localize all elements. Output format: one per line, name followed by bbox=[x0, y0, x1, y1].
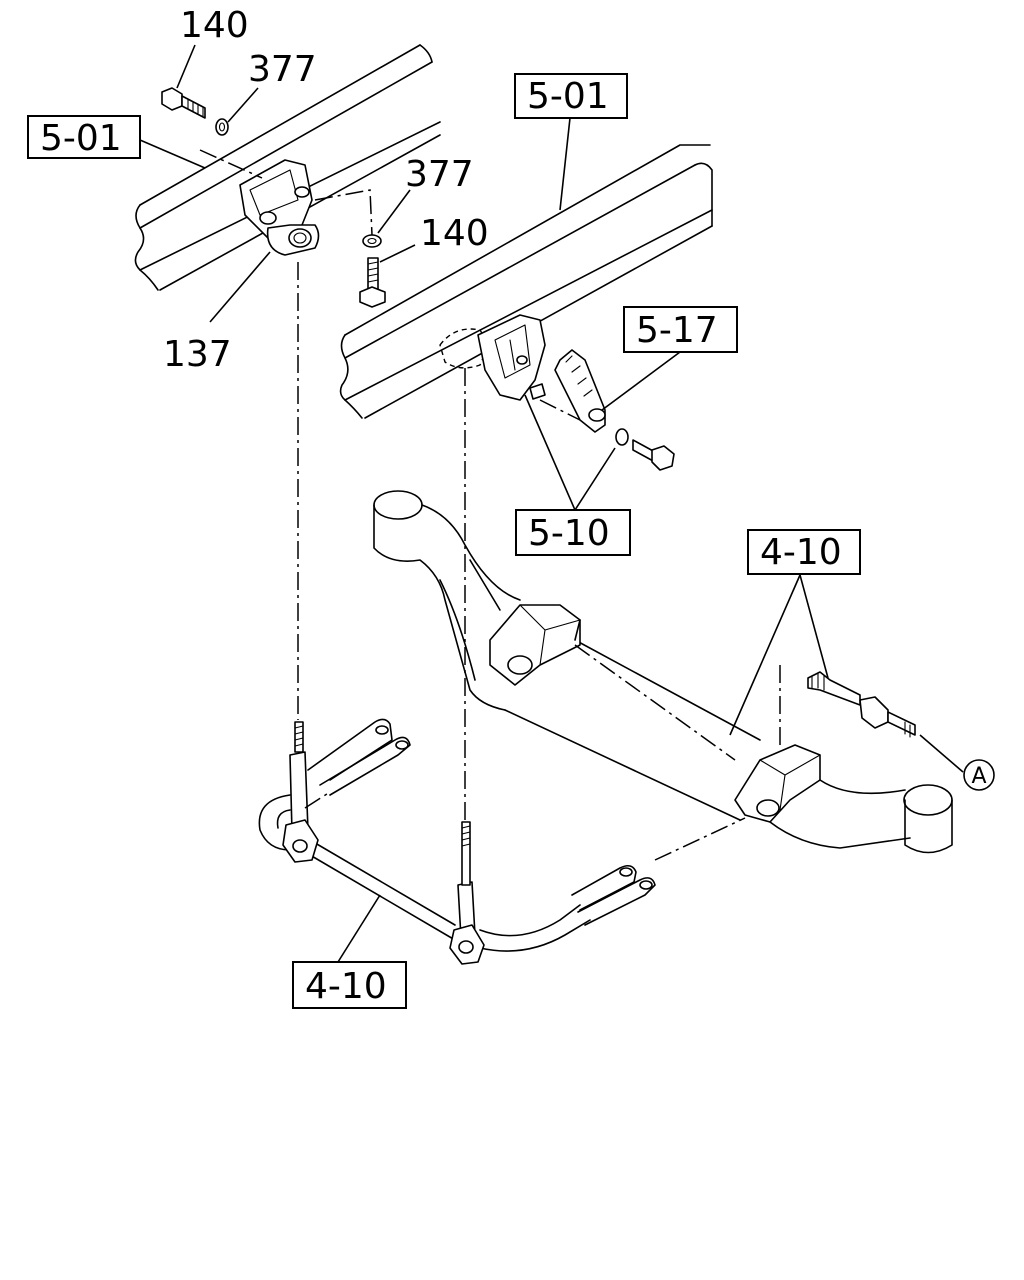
ref-box-axle[interactable] bbox=[747, 529, 861, 575]
bolt-top-left bbox=[161, 87, 206, 119]
label-shackle-ref: 5-17 bbox=[636, 310, 718, 351]
washer-hanger bbox=[615, 428, 629, 446]
ref-box-shackle[interactable] bbox=[623, 306, 738, 353]
bolt-hanger bbox=[632, 439, 675, 471]
ref-box-stabilizer[interactable] bbox=[292, 961, 407, 1009]
label-stabilizer-ref: 4-10 bbox=[305, 966, 387, 1007]
label-hanger-ref: 5-10 bbox=[528, 513, 610, 554]
washer-top-left bbox=[215, 118, 229, 136]
callout-a-circle[interactable] bbox=[963, 759, 995, 791]
front-axle bbox=[373, 490, 953, 854]
ref-box-frame-left[interactable] bbox=[27, 115, 141, 159]
bracket-137 bbox=[239, 159, 320, 256]
hanger-bracket bbox=[439, 314, 546, 401]
label-bolt-mid: 140 bbox=[420, 213, 489, 254]
label-frame-left: 5-01 bbox=[40, 118, 122, 159]
shackle bbox=[554, 349, 606, 433]
label-callout-a: A bbox=[971, 764, 986, 789]
label-washer-mid: 377 bbox=[405, 154, 474, 195]
label-bolt-top-left: 140 bbox=[180, 5, 249, 46]
king-pin bbox=[807, 671, 916, 738]
right-frame-rail bbox=[339, 144, 713, 419]
ref-box-frame-right[interactable] bbox=[514, 73, 628, 119]
label-axle-ref: 4-10 bbox=[760, 532, 842, 573]
stabilizer-bar bbox=[258, 718, 656, 965]
bolt-mid bbox=[359, 257, 386, 308]
label-washer-top-left: 377 bbox=[248, 49, 317, 90]
label-bracket: 137 bbox=[163, 334, 232, 375]
washer-mid bbox=[362, 234, 382, 248]
assembly-center-lines bbox=[199, 149, 781, 861]
leader-lines bbox=[139, 44, 964, 963]
ref-box-hanger[interactable] bbox=[515, 509, 631, 556]
label-frame-right: 5-01 bbox=[527, 76, 609, 117]
